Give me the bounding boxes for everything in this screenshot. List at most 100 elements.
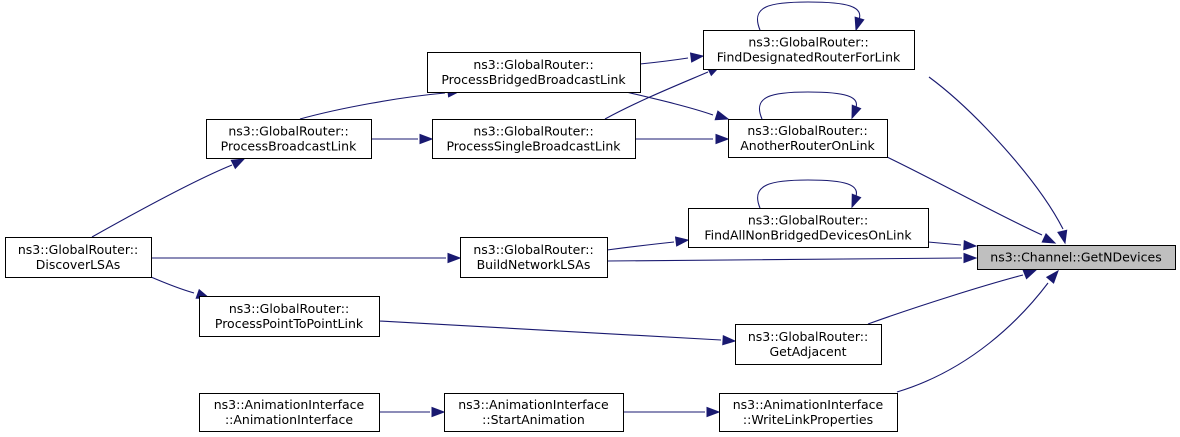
edge-line xyxy=(756,1,861,31)
node-label-line: GetAdjacent xyxy=(769,344,846,359)
node-process-broadcast[interactable]: ns3::GlobalRouter::ProcessBroadcastLink xyxy=(206,119,372,159)
node-label-line: AnotherRouterOnLink xyxy=(740,138,875,153)
node-label-line: FindAllNonBridgedDevicesOnLink xyxy=(704,228,912,243)
node-find-all-non-bridged[interactable]: ns3::GlobalRouter::FindAllNonBridgedDevi… xyxy=(688,208,929,248)
edge-write-link-properties-to-get-n-devices xyxy=(896,269,1059,393)
node-write-link-properties[interactable]: ns3::AnimationInterface::WriteLinkProper… xyxy=(719,393,898,432)
node-animation-interface-ctor[interactable]: ns3::AnimationInterface::AnimationInterf… xyxy=(199,393,380,432)
arrowhead xyxy=(715,133,730,145)
edge-find-all-non-bridged-self-loop xyxy=(757,179,862,209)
node-label-line: ns3::GlobalRouter:: xyxy=(228,124,348,139)
node-box xyxy=(688,208,929,248)
node-label-line: ::AnimationInterface xyxy=(225,412,353,427)
edge-discover-to-process-broadcast xyxy=(91,158,246,238)
arrowhead xyxy=(689,52,705,63)
node-label-line: ProcessBridgedBroadcastLink xyxy=(441,72,626,87)
node-label-line: ns3::GlobalRouter:: xyxy=(748,35,868,50)
edge-line xyxy=(91,164,233,238)
arrowhead xyxy=(1041,232,1057,244)
edge-another-router-to-get-n-devices xyxy=(886,156,1057,244)
edge-line xyxy=(927,241,962,246)
node-label-line: ns3::AnimationInterface xyxy=(214,397,365,412)
node-label-line: ::WriteLinkProperties xyxy=(743,412,873,427)
arrowhead xyxy=(714,110,730,121)
edge-line xyxy=(886,156,1043,236)
nodes-layer: ns3::Channel::GetNDevicesns3::GlobalRout… xyxy=(5,30,1176,432)
arrowhead xyxy=(1022,269,1038,280)
node-process-point-to-point[interactable]: ns3::GlobalRouter::ProcessPointToPointLi… xyxy=(199,296,380,337)
arrowhead xyxy=(419,133,434,145)
edges-layer xyxy=(91,1,1068,418)
edge-line xyxy=(625,91,714,116)
node-label-line: ns3::GlobalRouter:: xyxy=(748,213,868,228)
node-start-animation[interactable]: ns3::AnimationInterface::StartAnimation xyxy=(444,393,624,432)
node-label-line: BuildNetworkLSAs xyxy=(477,257,591,272)
node-box xyxy=(5,237,152,278)
node-box xyxy=(206,119,372,159)
edge-discover-to-build-network xyxy=(150,252,462,264)
node-label-line: ns3::GlobalRouter:: xyxy=(229,301,349,316)
node-box xyxy=(432,119,636,159)
edge-line xyxy=(867,274,1024,325)
node-process-bridged-broadcast[interactable]: ns3::GlobalRouter::ProcessBridgedBroadca… xyxy=(427,52,641,93)
arrowhead xyxy=(1045,269,1059,284)
node-label-line: ProcessBroadcastLink xyxy=(221,139,357,154)
arrowhead xyxy=(851,193,862,209)
node-box xyxy=(199,296,380,337)
node-another-router-on-link[interactable]: ns3::GlobalRouter::AnotherRouterOnLink xyxy=(728,119,888,158)
edge-find-designated-to-get-n-devices xyxy=(928,76,1068,245)
node-build-network-lsas[interactable]: ns3::GlobalRouter::BuildNetworkLSAs xyxy=(460,237,608,278)
node-get-adjacent[interactable]: ns3::GlobalRouter::GetAdjacent xyxy=(735,324,882,365)
node-label-line: ns3::AnimationInterface xyxy=(733,397,884,412)
node-discover-lsas[interactable]: ns3::GlobalRouter::DiscoverLSAs xyxy=(5,237,152,278)
edge-process-bridged-to-another-router xyxy=(625,91,730,121)
edge-find-all-non-bridged-from-build-network xyxy=(606,236,690,251)
edge-line xyxy=(639,57,689,65)
edge-animation-ctor-to-start-animation xyxy=(379,406,446,418)
node-label-line: DiscoverLSAs xyxy=(36,257,121,272)
edge-line xyxy=(928,76,1064,230)
edge-process-point-to-point-to-get-adjacent xyxy=(378,320,737,346)
node-box xyxy=(703,30,915,70)
node-process-single-broadcast[interactable]: ns3::GlobalRouter::ProcessSingleBroadcas… xyxy=(432,119,636,159)
node-get-n-devices[interactable]: ns3::Channel::GetNDevices xyxy=(977,245,1176,270)
node-label-line: ns3::Channel::GetNDevices xyxy=(990,250,1161,265)
node-box xyxy=(735,324,882,365)
arrowhead xyxy=(722,335,737,346)
node-label-line: ns3::GlobalRouter:: xyxy=(473,124,593,139)
arrowhead xyxy=(963,240,978,251)
edge-find-designated-self-loop xyxy=(756,1,865,32)
edge-line xyxy=(896,282,1049,393)
edge-line xyxy=(378,320,722,341)
arrowhead xyxy=(431,406,446,418)
edge-find-all-non-bridged-to-get-n-devices xyxy=(927,240,978,251)
arrowhead xyxy=(706,406,721,418)
node-label-line: ns3::GlobalRouter:: xyxy=(473,242,593,257)
edge-line xyxy=(757,179,857,209)
arrowhead xyxy=(230,158,246,170)
arrowhead xyxy=(851,104,862,120)
edge-build-network-lsas-to-get-n-devices xyxy=(606,252,978,264)
node-label-line: ns3::GlobalRouter:: xyxy=(18,242,138,257)
node-box xyxy=(977,245,1176,270)
node-box xyxy=(460,237,608,278)
node-label-line: ns3::GlobalRouter:: xyxy=(747,123,867,138)
node-box xyxy=(719,393,898,432)
node-label-line: FindDesignatedRouterForLink xyxy=(717,50,901,65)
node-box xyxy=(427,52,641,93)
edge-line xyxy=(606,241,675,251)
arrowhead xyxy=(1057,229,1068,245)
edge-get-adjacent-to-get-n-devices xyxy=(867,269,1038,325)
edge-process-bridged-to-find-designated xyxy=(639,52,705,65)
node-label-line: ns3::GlobalRouter:: xyxy=(473,57,593,72)
edge-process-single-to-another-router xyxy=(635,133,730,145)
node-label-line: ProcessSingleBroadcastLink xyxy=(446,139,621,154)
arrowhead xyxy=(674,236,690,247)
node-label-line: ::StartAnimation xyxy=(482,412,585,427)
node-box xyxy=(444,393,624,432)
node-box xyxy=(199,393,380,432)
node-find-designated-router[interactable]: ns3::GlobalRouter::FindDesignatedRouterF… xyxy=(703,30,915,70)
arrowhead xyxy=(447,252,462,264)
arrowhead xyxy=(854,16,865,32)
